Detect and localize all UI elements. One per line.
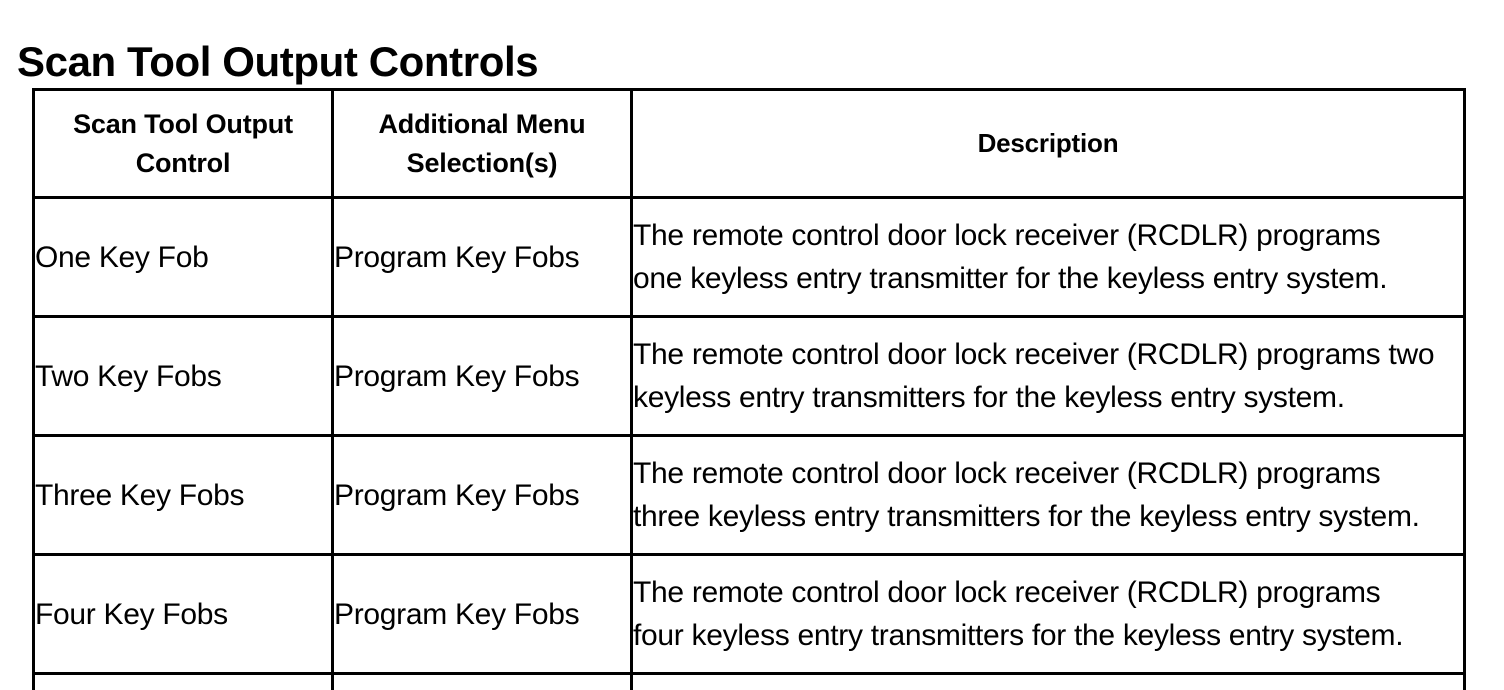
column-header-menu-line1: Additional Menu bbox=[378, 108, 586, 139]
cell-description: The remote control door lock receiver (R… bbox=[630, 434, 1466, 556]
table-row: One Key Fob Program Key Fobs The remote … bbox=[32, 196, 1466, 318]
cell-description bbox=[630, 672, 1466, 690]
table-row: Three Key Fobs Program Key Fobs The remo… bbox=[32, 434, 1466, 556]
description-line: four keyless entry transmitters for the … bbox=[633, 619, 1404, 652]
table-row: Two Key Fobs Program Key Fobs The remote… bbox=[32, 315, 1466, 437]
cell-menu-selection: Program Key Fobs bbox=[331, 315, 633, 437]
table-header: Scan Tool Output Control Additional Menu… bbox=[32, 88, 1466, 199]
cell-control bbox=[32, 672, 334, 690]
description-line: The remote control door lock receiver (R… bbox=[633, 219, 1381, 252]
cell-control: Two Key Fobs bbox=[32, 315, 334, 437]
cell-description: The remote control door lock receiver (R… bbox=[630, 553, 1466, 675]
page-title: Scan Tool Output Controls bbox=[17, 38, 539, 86]
cell-menu-selection: Program Key Fobs bbox=[331, 196, 633, 318]
cell-menu-selection: Program Key Fobs bbox=[331, 553, 633, 675]
table-row: Four Key Fobs Program Key Fobs The remot… bbox=[32, 553, 1466, 675]
cell-control: Three Key Fobs bbox=[32, 434, 334, 556]
description-line: one keyless entry transmitter for the ke… bbox=[633, 262, 1388, 295]
column-header-menu-line2: Selection(s) bbox=[406, 147, 558, 178]
column-header-control-line1: Scan Tool Output bbox=[73, 108, 293, 139]
table-body: One Key Fob Program Key Fobs The remote … bbox=[32, 196, 1466, 690]
description-line: keyless entry transmitters for the keyle… bbox=[633, 381, 1345, 414]
scan-tool-output-controls-table: Scan Tool Output Control Additional Menu… bbox=[32, 88, 1466, 690]
cell-menu-selection bbox=[331, 672, 633, 690]
description-line: The remote control door lock receiver (R… bbox=[633, 338, 1435, 371]
column-header-scan-tool-output-control: Scan Tool Output Control bbox=[32, 88, 334, 199]
description-line: The remote control door lock receiver (R… bbox=[633, 576, 1381, 609]
column-header-description: Description bbox=[630, 88, 1466, 199]
table-header-row: Scan Tool Output Control Additional Menu… bbox=[32, 88, 1466, 199]
cell-description: The remote control door lock receiver (R… bbox=[630, 315, 1466, 437]
cell-control: One Key Fob bbox=[32, 196, 334, 318]
cell-control: Four Key Fobs bbox=[32, 553, 334, 675]
description-line: The remote control door lock receiver (R… bbox=[633, 457, 1381, 490]
column-header-control-line2: Control bbox=[135, 147, 231, 178]
description-line: three keyless entry transmitters for the… bbox=[633, 500, 1420, 533]
column-header-additional-menu-selections: Additional Menu Selection(s) bbox=[331, 88, 633, 199]
table-row bbox=[32, 672, 1466, 690]
cell-menu-selection: Program Key Fobs bbox=[331, 434, 633, 556]
cell-description: The remote control door lock receiver (R… bbox=[630, 196, 1466, 318]
